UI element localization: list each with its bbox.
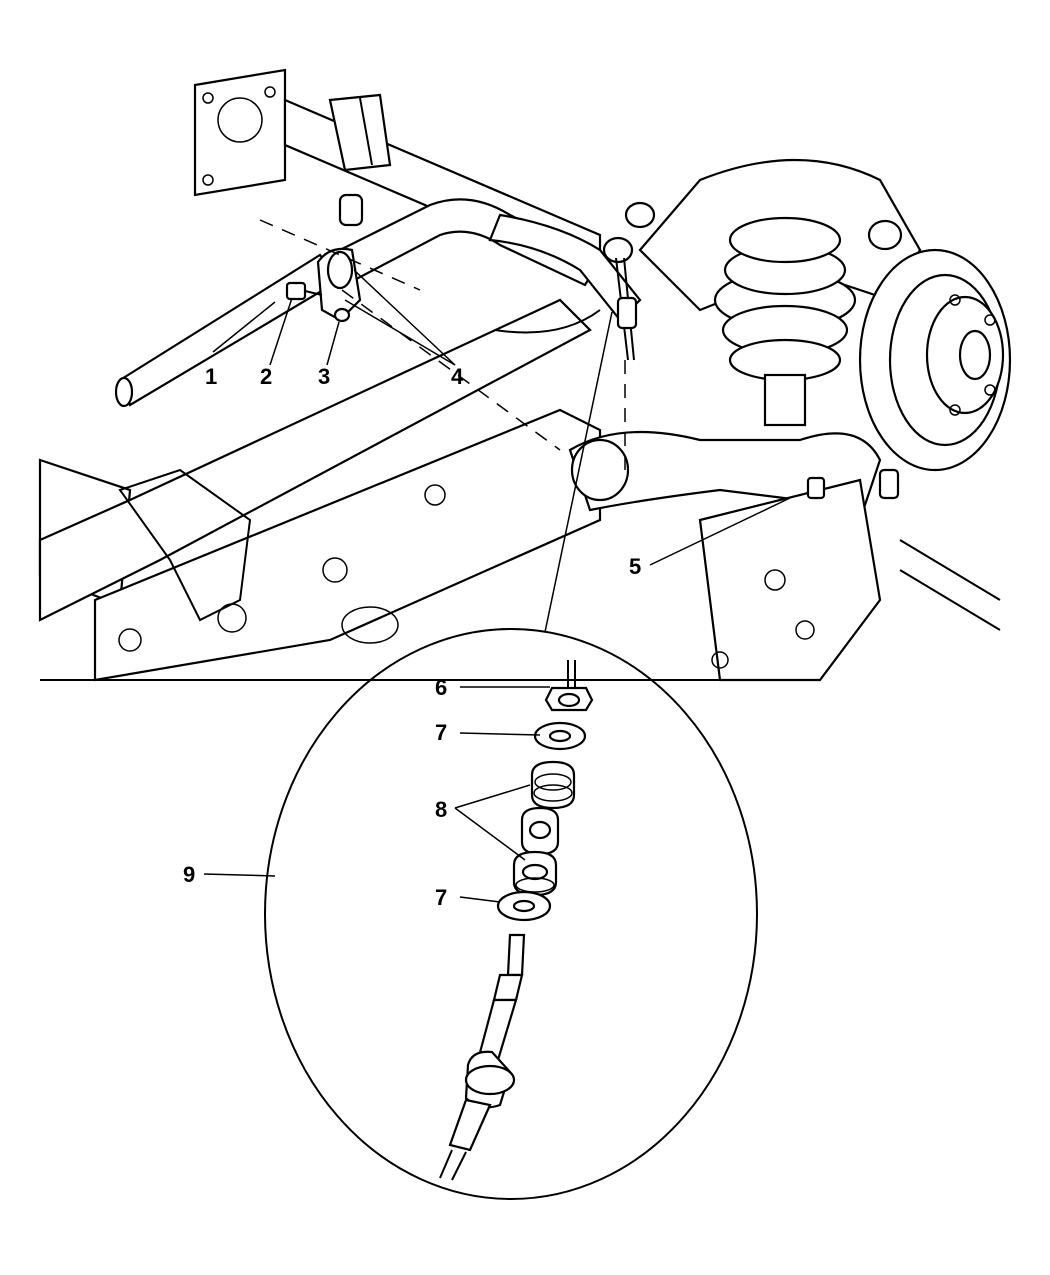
detail-nut (544, 660, 594, 712)
detail-sleeve (520, 806, 560, 856)
wheel-hub-rotor (858, 248, 1012, 472)
callout-4: 4 (451, 364, 464, 389)
lower-control-arm (568, 430, 1001, 682)
detail-link-rod (439, 933, 526, 1181)
callout-3: 3 (318, 364, 331, 389)
stabilizer-bar (114, 198, 642, 408)
lower-frame-rail (38, 298, 820, 682)
callout-9: 9 (183, 862, 196, 887)
detail-bushing-lower (512, 850, 558, 897)
sway-bar-link-installed (602, 236, 638, 470)
detail-leader-line (544, 311, 613, 633)
callout-8: 8 (435, 797, 448, 822)
callout-5: 5 (629, 554, 642, 579)
detail-ellipse (264, 628, 758, 1200)
coil-spring-strut (624, 158, 922, 427)
detail-bushing-upper (530, 760, 576, 810)
callout-1: 1 (205, 364, 218, 389)
callout-2: 2 (260, 364, 273, 389)
detail-washer-upper (533, 721, 587, 751)
detail-washer-lower (496, 890, 552, 922)
leader-lines (203, 269, 791, 903)
callout-7-upper: 7 (435, 720, 448, 745)
callout-7-lower: 7 (435, 885, 448, 910)
callout-6: 6 (435, 675, 448, 700)
